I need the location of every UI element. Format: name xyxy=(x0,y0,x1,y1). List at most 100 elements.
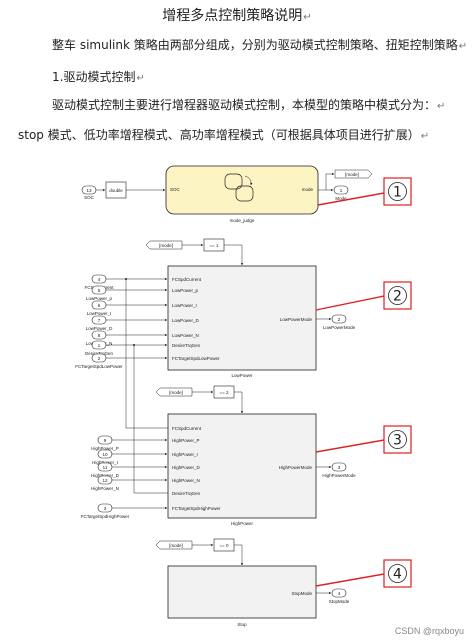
outport-lowpowermode[interactable] xyxy=(331,314,347,324)
inport-num: 9 xyxy=(104,438,107,443)
inport-label: LowPower_p xyxy=(86,296,113,301)
stop-subsystem[interactable] xyxy=(167,565,317,619)
inport-label: HighPower_I xyxy=(92,460,118,465)
inport-num: 4 xyxy=(98,277,101,282)
inport-label: HighPower_N xyxy=(91,486,119,491)
csdn-watermark: CSDN @rqxboyu xyxy=(394,626,464,636)
inport-section2-0[interactable] xyxy=(91,274,107,284)
subsystem-port-label: LowPower_p xyxy=(172,288,199,293)
outport-mode-num: 1 xyxy=(340,188,343,193)
highpower-name: HighPower xyxy=(231,521,254,526)
from-mode-label-2: [mode] xyxy=(159,243,173,248)
callout-4-leader xyxy=(315,573,385,587)
subsystem-port-label: FCTargetSpdHighPower xyxy=(172,506,221,511)
highpower-port-fcspd: FCSpdCurrent xyxy=(172,426,202,431)
inport-section3-4[interactable] xyxy=(97,503,113,513)
highpower-inputs: 9HighPower_PHighPower_P10HighPower_IHigh… xyxy=(81,435,221,519)
mode-judge-out-port: mode xyxy=(302,187,314,192)
lowpower-name: LowPower xyxy=(231,373,253,378)
inport-num: 6 xyxy=(98,303,101,308)
section2-low-power: [mode] == 1 4FCSpdCurrentFCSpdCurrent5Lo… xyxy=(75,238,412,378)
compare-label-2: == 1 xyxy=(209,243,219,248)
inport-num: 1 xyxy=(98,343,101,348)
inport-soc-num: 13 xyxy=(86,188,92,193)
stateflow-chart-icon xyxy=(224,173,254,202)
inport-label: LowPower_I xyxy=(87,311,112,316)
callout-1-circle xyxy=(388,182,407,201)
subsystem-port-label: LowPower_I xyxy=(172,303,197,308)
inport-section2-5[interactable] xyxy=(91,340,107,350)
shared-bus-lines xyxy=(125,278,169,494)
highpower-subsystem[interactable] xyxy=(167,413,317,519)
paragraph-mode-list: stop 模式、低功率增程模式、高功率增程模式（可根据具体项目进行扩展）↵ xyxy=(18,128,430,142)
inport-section2-6[interactable] xyxy=(91,353,107,363)
compare-label-4: == 0 xyxy=(219,543,229,548)
inport-section3-1[interactable] xyxy=(97,449,113,459)
highpower-port-desiretrq: DesireTrqGen xyxy=(172,491,201,496)
inport-section2-3[interactable] xyxy=(91,315,107,325)
outport-lowpowermode-num: 2 xyxy=(338,317,341,322)
inport-num: 3 xyxy=(104,506,107,511)
callout-3-leader xyxy=(315,439,385,453)
outport-stopmode[interactable] xyxy=(331,588,347,598)
inport-section2-2[interactable] xyxy=(91,300,107,310)
section3-high-power: [mode] == 2 FCSpdCurrent DesireTrqGen 9H… xyxy=(81,385,412,526)
outport-stopmode-label: StopMode xyxy=(329,599,350,604)
inport-num: 2 xyxy=(98,356,101,361)
from-mode-tag-2[interactable] xyxy=(145,240,183,250)
inport-section3-2[interactable] xyxy=(97,462,113,472)
subsystem-port-label: HighPower_N xyxy=(172,478,200,483)
callout-1-leader xyxy=(317,192,385,206)
goto-mode-label: [mode] xyxy=(345,172,359,177)
outport-mode[interactable] xyxy=(333,185,349,195)
subsystem-port-label: HighPower_P xyxy=(172,438,200,443)
from-mode-tag-3[interactable] xyxy=(155,387,193,397)
from-mode-label-3: [mode] xyxy=(169,390,183,395)
convert-label: double xyxy=(109,188,123,193)
inport-section3-0[interactable] xyxy=(97,435,113,445)
callout-2-leader xyxy=(315,295,385,311)
goto-mode-tag[interactable] xyxy=(334,169,373,179)
outport-highpowermode[interactable] xyxy=(331,462,347,472)
inport-num: 12 xyxy=(102,478,108,483)
inport-label: FCTargetSpdHighPower xyxy=(81,514,130,519)
inport-section2-1[interactable] xyxy=(91,285,107,295)
section4-stop: [mode] == 0 StopMode 4 StopMode Stop 4 xyxy=(155,538,412,627)
callout-1-num: 1 xyxy=(393,185,402,201)
subsystem-port-label: HighPower_D xyxy=(172,465,201,470)
outport-lowpowermode-label: LowPowerMode xyxy=(323,325,356,330)
callout-4-circle xyxy=(388,564,407,583)
mode-judge-in-port: SOC xyxy=(170,187,181,192)
inport-label: LowPower_D xyxy=(86,326,114,331)
subsystem-port-label: LowPower_N xyxy=(172,333,199,338)
callout-4-num: 4 xyxy=(393,567,402,583)
inport-label: HighPower_D xyxy=(91,473,120,478)
subsystem-port-label: HighPower_I xyxy=(172,452,198,457)
mode-judge-name: mode_judge xyxy=(230,218,255,223)
callout-3-num: 3 xyxy=(393,433,402,449)
highpower-out-port: HighPowerMode xyxy=(279,465,313,470)
inport-section3-3[interactable] xyxy=(97,475,113,485)
inport-section2-4[interactable] xyxy=(91,330,107,340)
inport-label: FCTargetSpdLowPower xyxy=(75,364,123,369)
from-mode-tag-4[interactable] xyxy=(155,540,193,550)
inport-num: 5 xyxy=(98,288,101,293)
mode-judge-stateflow[interactable] xyxy=(165,165,319,215)
subsystem-port-label: FCTargetSpdLowPower xyxy=(172,356,220,361)
outport-highpowermode-num: 3 xyxy=(338,465,341,470)
from-mode-label-4: [mode] xyxy=(169,543,183,548)
inport-label: DesireTrqGen xyxy=(85,351,114,356)
inport-num: 10 xyxy=(102,452,108,457)
stop-out-port: StopMode xyxy=(291,591,312,596)
outport-mode-label: Mode xyxy=(335,196,347,201)
callout-3-circle xyxy=(388,430,407,449)
subsystem-port-label: FCSpdCurrent xyxy=(172,277,202,282)
inport-num: 7 xyxy=(98,318,101,323)
lowpower-out-port: LowPowerMode xyxy=(280,317,313,322)
callout-2-circle xyxy=(388,286,407,305)
outport-highpowermode-label: HighPowerMode xyxy=(322,473,356,478)
inport-soc-label: SOC xyxy=(84,195,95,200)
paragraph-mode-desc: 驱动模式控制主要进行增程器驱动模式控制，本模型的策略中模式分为：↵ xyxy=(52,98,446,112)
section1-mode-judge: 13 SOC double SOC mode mode_judge [mode]… xyxy=(81,165,412,223)
lowpower-subsystem[interactable] xyxy=(167,265,317,371)
